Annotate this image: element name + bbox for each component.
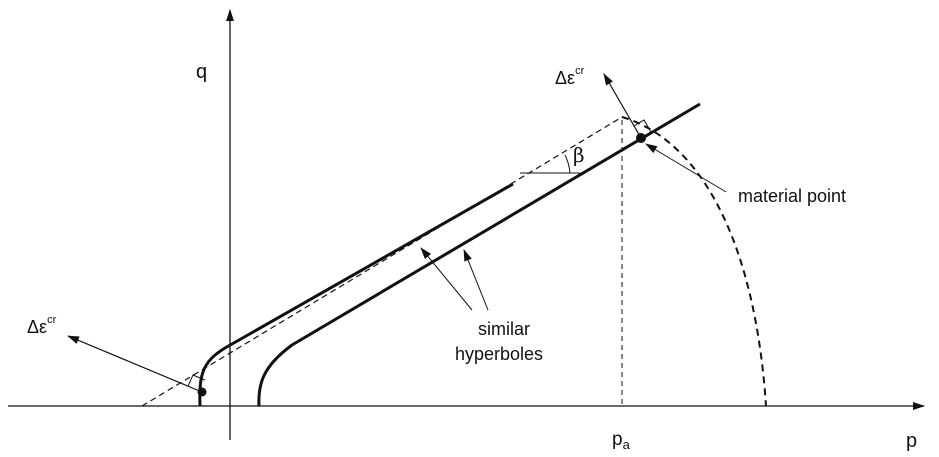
left-strain-label: Δεcr [27,314,57,337]
pa-label-main: p [612,429,623,450]
left-strain-sup: cr [47,314,57,326]
left-strain-main: Δε [27,317,47,337]
similar-leader-1 [420,247,473,311]
inner-hyperbola [198,182,514,407]
material-point-leader [645,143,727,193]
left-right-angle-mark [187,374,206,387]
material-point-label: material point [738,186,846,206]
beta-arc [564,154,571,174]
cap-dashed-curve [621,116,767,407]
p-axis-label: p [906,430,917,452]
pa-label-sub: a [623,437,631,452]
beta-label: β [573,143,585,167]
q-axis-label: q [196,61,207,83]
pa-label: pa [612,429,631,452]
top-strain-label: Δεcr [555,65,585,88]
similar-label-line2: hyperboles [455,344,543,364]
left-strain-arrow [67,335,203,393]
top-strain-sup: cr [575,65,585,77]
similar-label-line1: similar [478,319,530,339]
similar-leader-2 [463,249,489,311]
outer-hyperbola [257,102,701,407]
asymptote-dashed-line [141,116,623,407]
top-strain-arrow [603,73,642,139]
top-strain-main: Δε [555,68,575,88]
top-right-angle-mark [633,119,652,133]
